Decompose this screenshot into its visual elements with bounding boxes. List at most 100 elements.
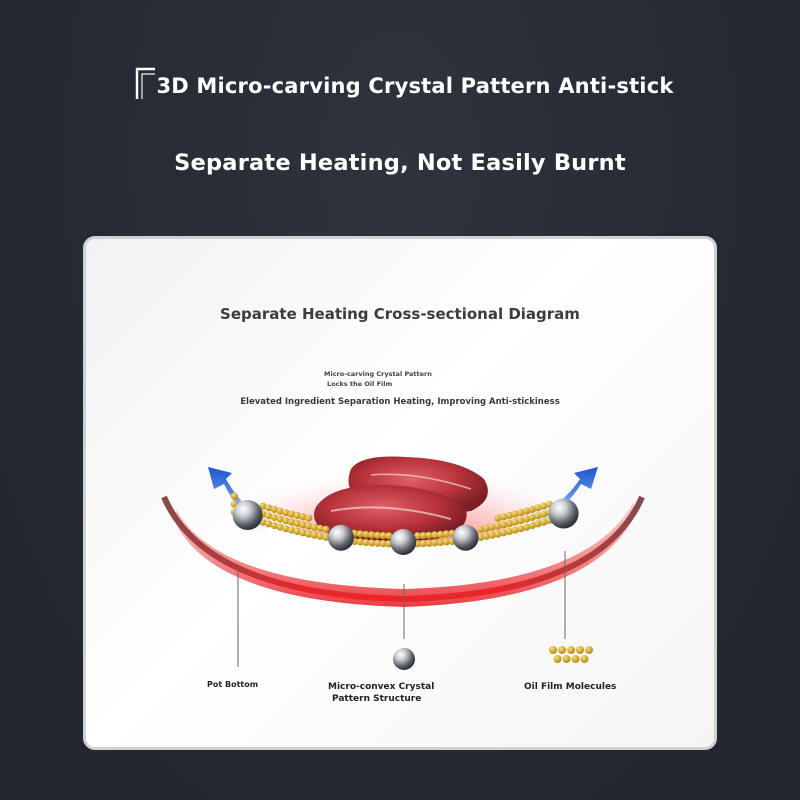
oil-dot	[305, 530, 313, 538]
oil-dot	[494, 530, 502, 538]
headline-title: 3D Micro-carving Crystal Pattern Anti-st…	[156, 74, 674, 98]
oil-dot	[276, 523, 284, 531]
oil-dot	[322, 525, 330, 533]
oil-dot	[270, 513, 278, 522]
oil-dot	[305, 522, 313, 530]
oil-dot	[373, 531, 382, 539]
oil-dot	[282, 525, 290, 533]
oil-dot	[540, 518, 548, 526]
oil-dot	[310, 531, 318, 539]
oil-dot	[287, 518, 296, 526]
oil-dot	[299, 513, 307, 521]
oil-dot	[528, 521, 536, 530]
crystal-sphere	[548, 498, 579, 529]
oil-dot	[293, 527, 301, 536]
oil-dot	[299, 521, 307, 529]
label-micro-convex-line2: Pattern Structure	[332, 694, 422, 704]
oil-dot	[362, 530, 370, 539]
legend-oil-dot	[580, 655, 589, 663]
oil-dot	[282, 517, 290, 525]
oil-dot	[488, 531, 496, 539]
oil-dot	[517, 525, 525, 533]
oil-dot	[356, 538, 364, 546]
legend-oil-dot	[576, 646, 584, 654]
oil-dot	[511, 510, 519, 518]
oil-dot	[419, 540, 427, 548]
crystal-sphere-layer	[232, 498, 579, 555]
steak-icon	[313, 456, 488, 542]
legend-oil-dot	[562, 655, 571, 663]
oil-dot	[270, 521, 278, 530]
oil-dot	[265, 512, 273, 520]
label-micro-convex-line1: Micro-convex Crystal	[328, 682, 435, 692]
oil-dot	[517, 509, 525, 517]
legend-oil-dot	[571, 655, 580, 663]
oil-dot	[505, 527, 513, 536]
oil-dot	[305, 514, 313, 522]
oil-dot	[287, 526, 296, 534]
pot-red-band	[176, 501, 634, 607]
oil-dot	[419, 532, 427, 540]
oil-dot	[282, 509, 290, 517]
oil-dot	[534, 512, 542, 520]
oil-dot	[276, 507, 284, 515]
oil-dot	[500, 513, 508, 521]
oil-dot	[477, 533, 485, 541]
oil-dot	[482, 532, 490, 540]
oil-dot	[523, 523, 531, 531]
oil-dot	[442, 530, 450, 538]
legend-oil-cluster	[549, 646, 593, 663]
oil-dot	[523, 507, 531, 515]
oil-dot	[299, 529, 307, 537]
oil-dot	[265, 520, 273, 528]
oil-dot	[523, 515, 531, 523]
label-pot-bottom: Pot Bottom	[207, 680, 259, 689]
oil-dot	[425, 539, 433, 547]
corner-bracket-icon	[135, 67, 155, 99]
legend-oil-dot	[585, 646, 593, 654]
diagram-panel: Separate Heating Cross-sectional Diagram…	[83, 236, 717, 750]
legend-oil-dot	[553, 655, 562, 663]
oil-dot	[528, 505, 536, 514]
oil-dot	[265, 504, 273, 512]
oil-dot	[494, 514, 502, 522]
crystal-sphere	[452, 524, 479, 551]
oil-dot	[373, 539, 382, 547]
oil-dot	[414, 532, 422, 540]
oil-dot	[362, 538, 370, 547]
oil-dot	[385, 532, 393, 540]
legend-oil-dot	[558, 646, 566, 654]
pot-wall	[161, 495, 645, 603]
oil-dot	[488, 523, 496, 531]
oil-film-layer	[230, 492, 554, 548]
oil-dot	[505, 519, 513, 528]
oil-dot	[270, 505, 278, 514]
oil-dot	[534, 504, 542, 512]
oil-dot	[431, 539, 439, 547]
oil-dot	[436, 530, 445, 539]
oil-dot	[379, 540, 387, 548]
oil-dot	[316, 524, 324, 532]
oil-dot	[436, 538, 445, 547]
oil-dot	[534, 520, 542, 528]
oil-dot	[368, 531, 376, 539]
oil-dot	[528, 513, 536, 522]
oil-dot	[230, 492, 238, 500]
oil-dot	[500, 521, 508, 529]
oil-dot	[259, 502, 267, 510]
headline-subtitle: Separate Heating, Not Easily Burnt	[174, 150, 626, 176]
oil-dot	[540, 510, 548, 518]
oil-dot	[442, 538, 450, 546]
oil-dot	[517, 517, 525, 525]
oil-dot	[310, 523, 318, 531]
oil-dot	[500, 529, 508, 537]
oil-dot	[511, 526, 519, 534]
oil-dot	[368, 539, 376, 547]
caption-lock-oil: Micro-carving Crystal Pattern Locks the …	[324, 369, 432, 389]
oil-dot	[316, 532, 324, 540]
oil-dot	[293, 519, 301, 528]
caption-lock-line2: Locks the Oil Film	[327, 380, 393, 388]
oil-dot	[356, 530, 364, 538]
oil-dot	[540, 502, 548, 510]
cross-section-diagram	[161, 433, 645, 670]
